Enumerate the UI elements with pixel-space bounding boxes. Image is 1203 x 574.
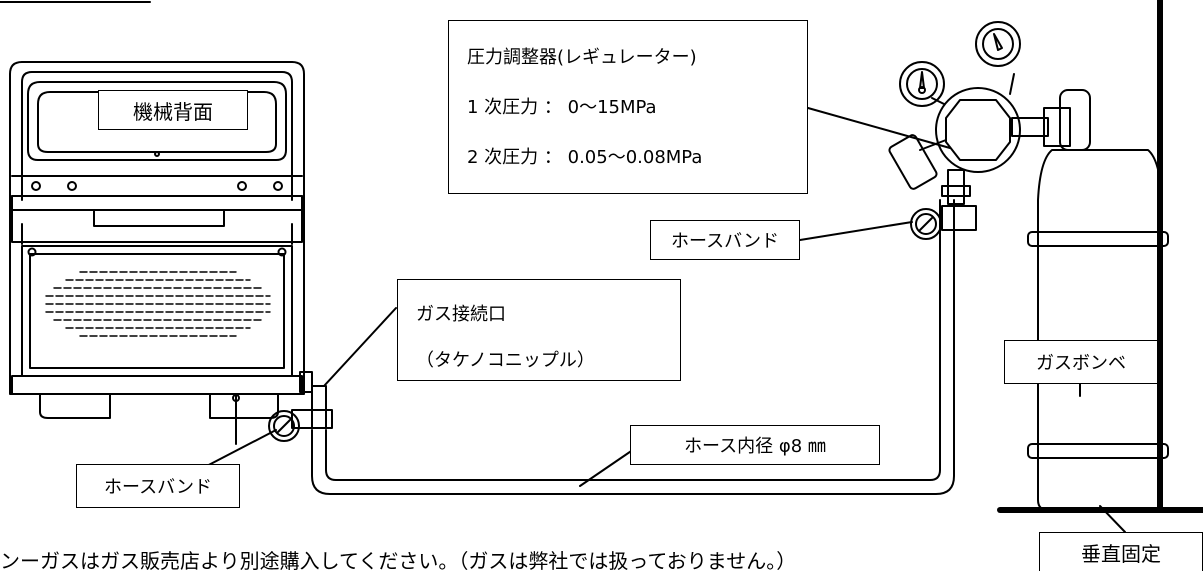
wall-illustration [997,0,1203,513]
secondary-pressure: 2 次圧力 ： 0.05～0.08MPa [467,147,703,168]
hose-illustration [311,199,955,495]
gas-inlet-title: ガス接続口 [416,304,506,325]
gas-cylinder-text: ガスボンベ [1036,353,1126,374]
hose-diameter-label: ホース内径 φ8 ㎜ [630,425,880,465]
machine-back-label: 機械背面 [98,90,248,130]
hose-band-bottom-label: ホースバンド [76,464,240,508]
gas-inlet-sub: （タケノコニップル） [416,350,595,371]
machine-back-text: 機械背面 [133,99,213,124]
regulator-title: 圧力調整器(レギュレーター) [467,47,697,68]
leader-vertical-fix [1099,505,1126,533]
gas-cylinder-label: ガスボンベ [1004,340,1158,384]
leader-regulator [807,107,951,149]
gas-cylinder-illustration [1027,89,1169,511]
hose-band-top-label: ホースバンド [650,220,800,260]
leader-gas-inlet [323,307,397,387]
vertical-fix-text: 垂直固定 [1081,541,1161,566]
leader-hose-band-top [799,221,913,241]
regulator-illustration [888,21,1071,240]
hose-band-bottom-text: ホースバンド [104,477,212,498]
regulator-callout: 圧力調整器(レギュレーター) 1 次圧力 ： 0～15MPa 2 次圧力 ： 0… [448,20,808,194]
gas-inlet-callout: ガス接続口 （タケノコニップル） [397,279,681,381]
footnote: ンーガスはガス販売店より別途購入してください。（ガスは弊社では扱っておりません。… [0,549,797,573]
hose-band-bottom-illustration [268,385,333,442]
vertical-fix-label: 垂直固定 [1039,532,1203,571]
hose-band-top-text: ホースバンド [671,231,779,252]
primary-pressure: 1 次圧力 ： 0～15MPa [467,97,657,118]
hose-diameter-text: ホース内径 φ8 ㎜ [684,436,826,457]
